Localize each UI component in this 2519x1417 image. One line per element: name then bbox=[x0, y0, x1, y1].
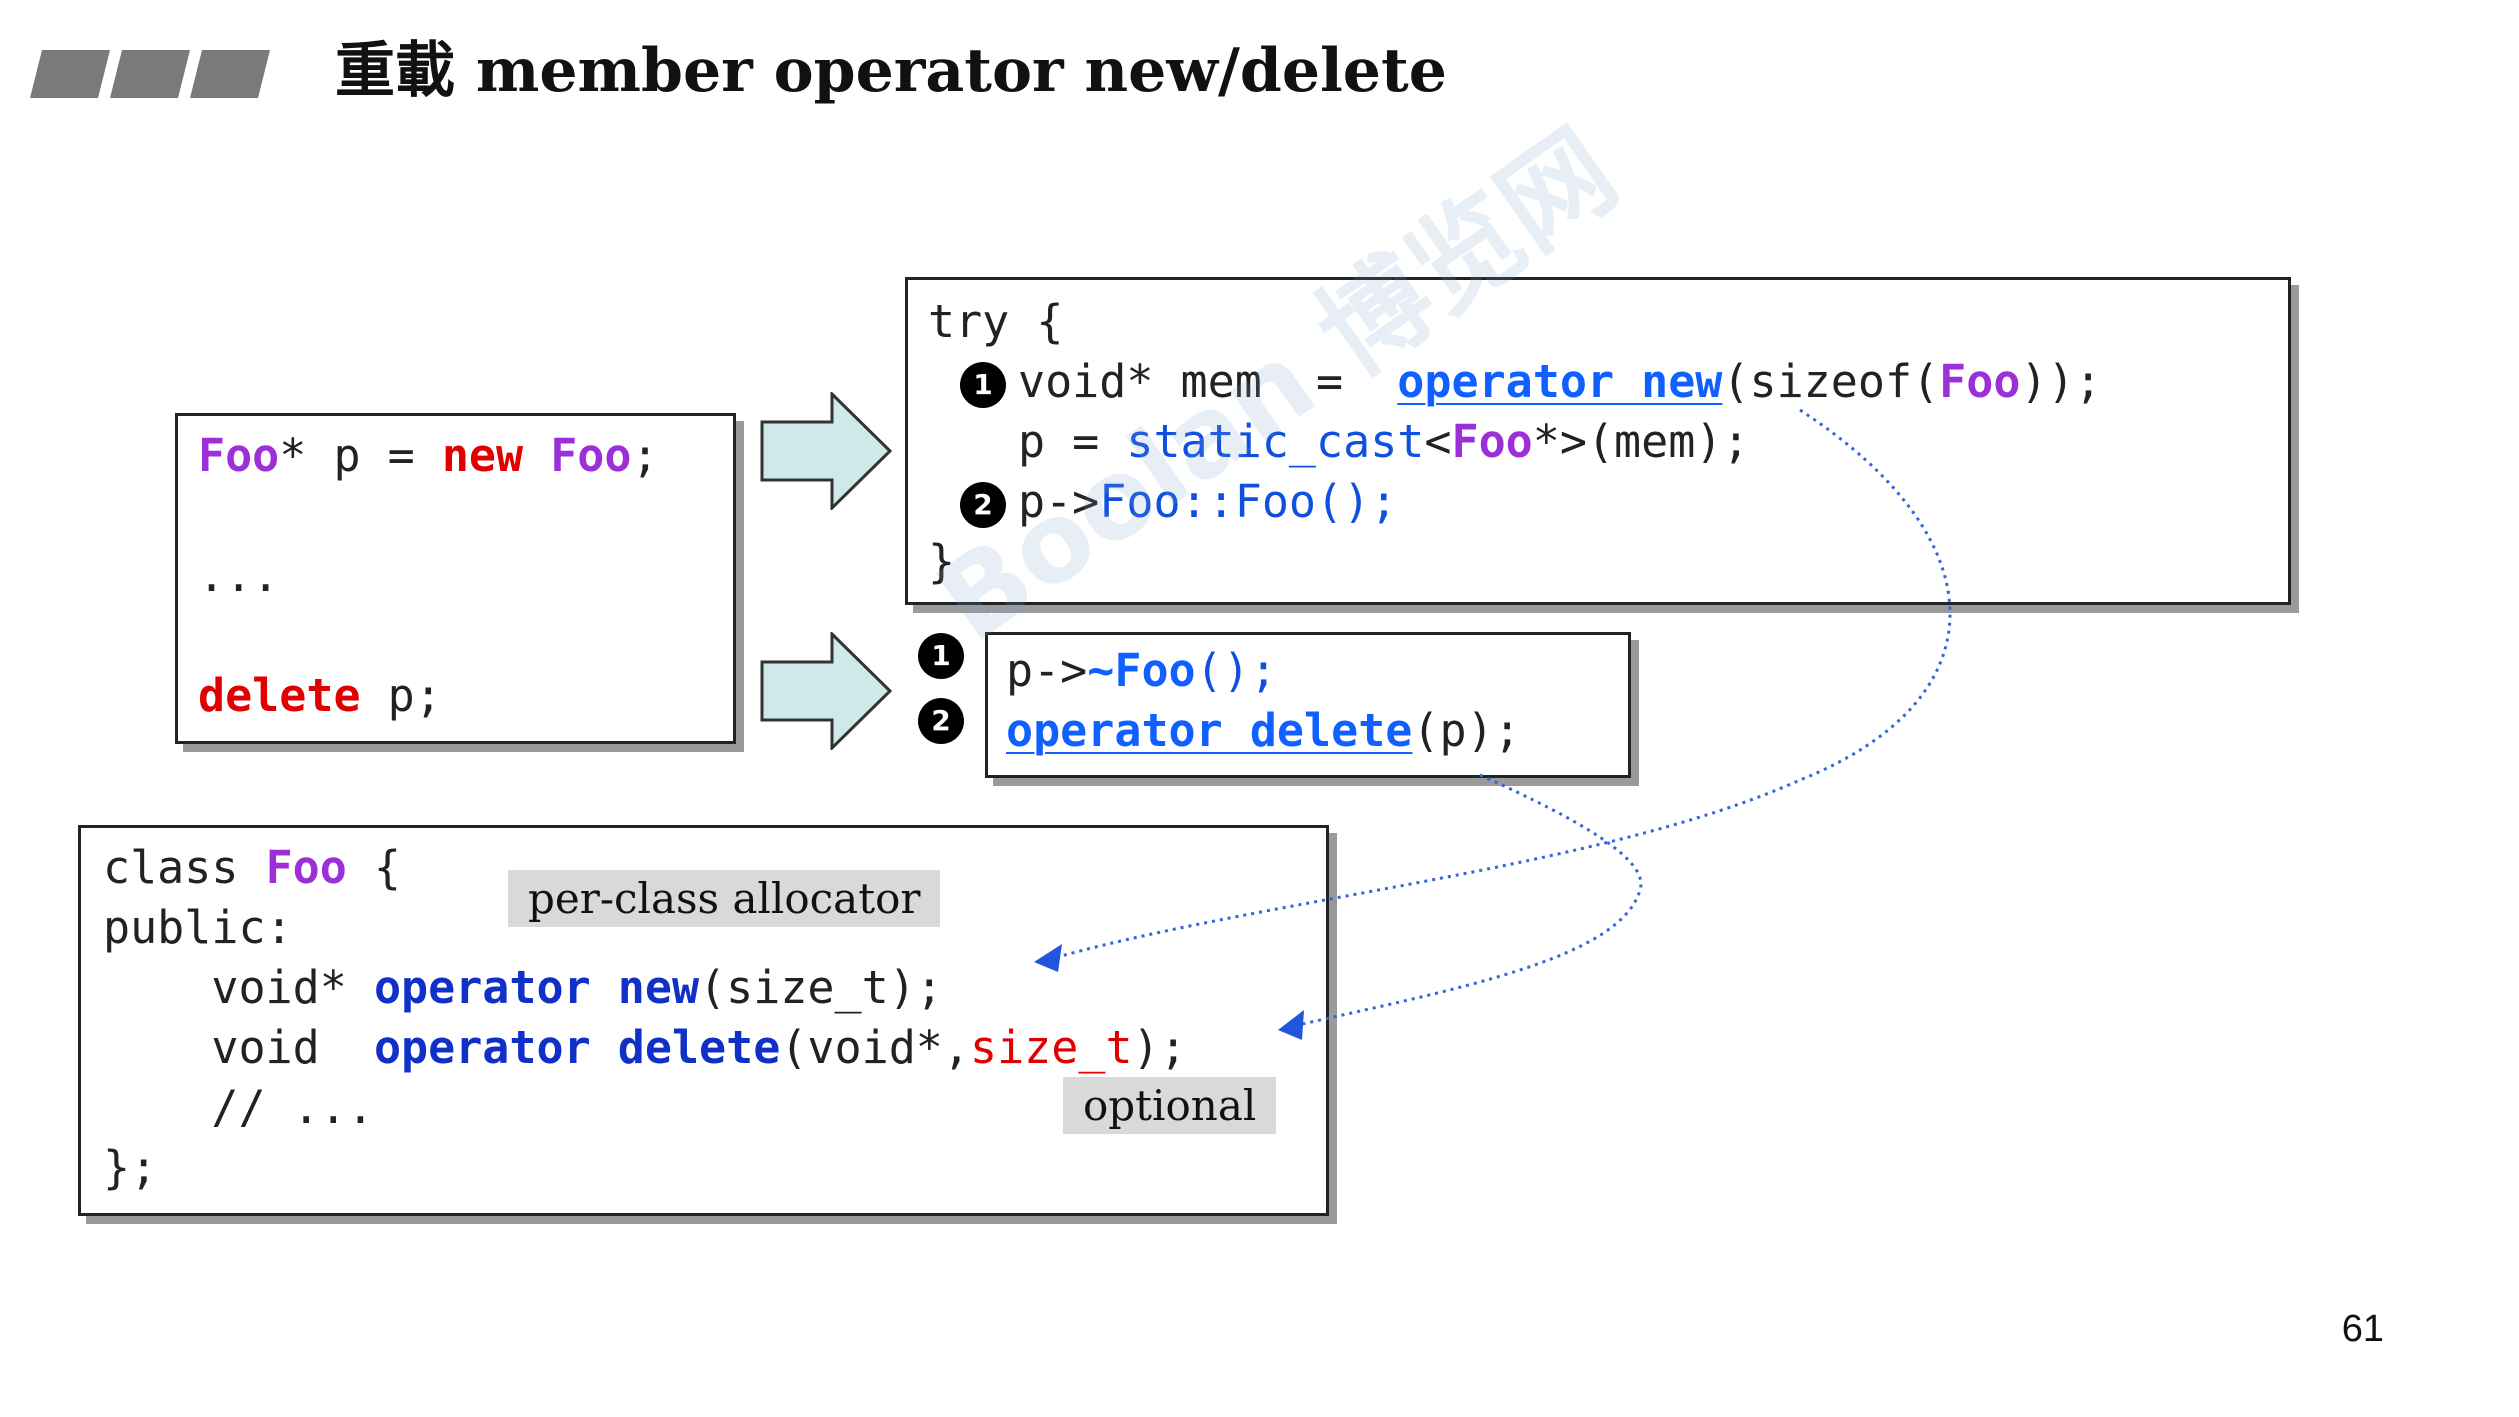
operator-new-decl: void* operator new(size_t); bbox=[103, 961, 943, 1014]
optional-label: optional bbox=[1063, 1077, 1277, 1134]
arrow-to-new-expansion bbox=[760, 392, 893, 510]
client-code-line-delete: delete p; bbox=[198, 669, 442, 722]
page-number: 61 bbox=[2341, 1308, 2384, 1350]
client-code-line-ellipsis: ... bbox=[198, 549, 280, 602]
cast-line: p = static_cast<Foo*>(mem); bbox=[1018, 415, 1750, 468]
closing-brace-line: } bbox=[928, 535, 956, 588]
new-connector-arrowhead bbox=[1034, 944, 1062, 972]
class-definition-box: class Foo { public: void* operator new(s… bbox=[78, 825, 1329, 1216]
ctor-line: p->Foo::Foo(); bbox=[1018, 475, 1398, 528]
delete-expansion-box: p->~Foo(); operator delete(p); bbox=[985, 632, 1631, 778]
try-line: try { bbox=[928, 295, 1064, 348]
new-expansion-box: try { 1 void* mem = operator new(sizeof(… bbox=[905, 277, 2291, 605]
slide-title: 重載 member operator new/delete bbox=[335, 36, 1447, 106]
operator-delete-decl: void operator delete(void*,size_t); bbox=[103, 1021, 1187, 1074]
arrow-to-delete-expansion bbox=[760, 632, 893, 750]
dealloc-line: operator delete(p); bbox=[1006, 704, 1521, 757]
class-end-line: }; bbox=[103, 1141, 158, 1194]
step-1-badge: 1 bbox=[960, 362, 1006, 408]
alloc-line: void* mem = operator new(sizeof(Foo)); bbox=[1018, 355, 2102, 408]
client-code-box: Foo* p = new Foo; ... delete p; bbox=[175, 413, 736, 744]
delete-to-member-delete-connector bbox=[1284, 773, 1643, 1030]
delete-step-1-badge: 1 bbox=[918, 633, 964, 679]
per-class-allocator-label: per-class allocator bbox=[508, 870, 941, 927]
comment-line: // ... bbox=[103, 1081, 374, 1134]
title-decoration-bars bbox=[30, 50, 270, 98]
step-2-badge: 2 bbox=[960, 482, 1006, 528]
delete-connector-arrowhead bbox=[1278, 1010, 1304, 1040]
public-line: public: bbox=[103, 901, 293, 954]
class-decl-line: class Foo { bbox=[103, 841, 402, 894]
dtor-line: p->~Foo(); bbox=[1006, 644, 1277, 697]
client-code-line-new: Foo* p = new Foo; bbox=[198, 429, 659, 482]
delete-step-2-badge: 2 bbox=[918, 698, 964, 744]
